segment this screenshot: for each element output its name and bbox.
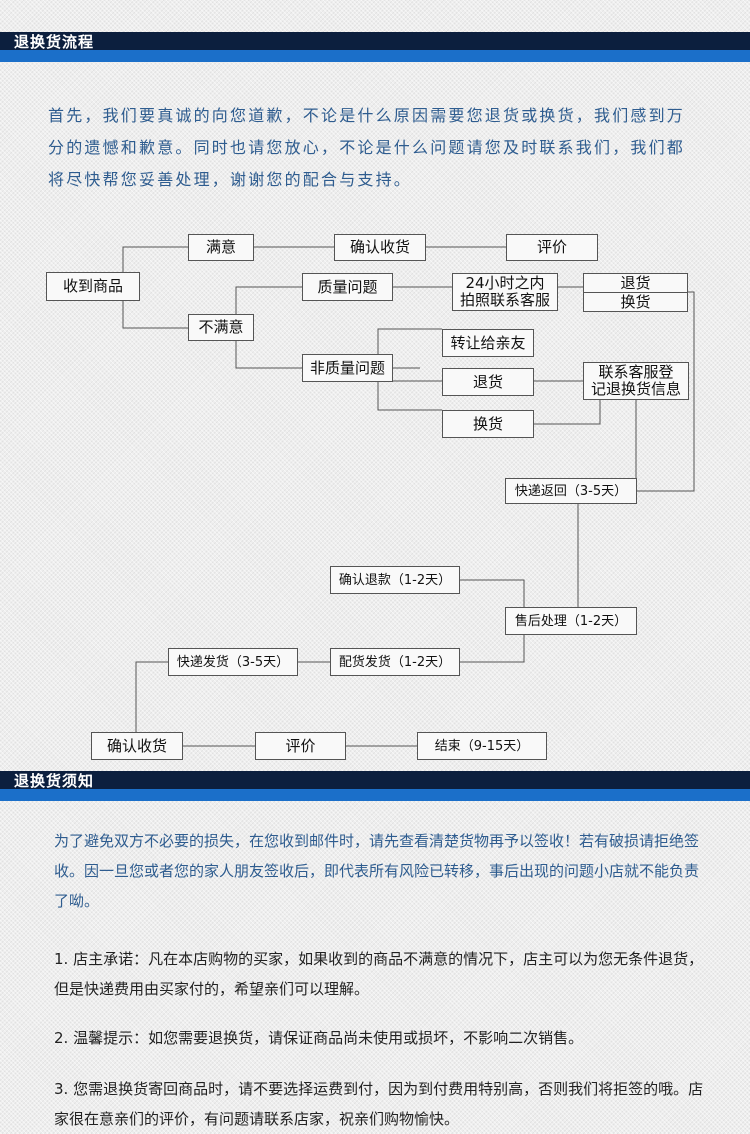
rule-2: 2. 温馨提示：如您需要退换货，请保证商品尚未使用或损坏，不影响二次销售。	[54, 1029, 584, 1047]
node-after-sales: 售后处理（1-2天）	[505, 607, 637, 635]
node-within-24h: 24小时之内 拍照联系客服	[452, 273, 558, 311]
node-exchange-2: 换货	[442, 410, 534, 438]
node-confirm-receipt: 确认收货	[334, 234, 426, 261]
connector-exchange2-register	[534, 400, 601, 425]
connector-aftersales-prepare	[460, 635, 525, 663]
node-review-2: 评价	[255, 732, 346, 760]
connector-receive-satisfied	[122, 246, 188, 272]
node-non-quality-issue: 非质量问题	[302, 354, 393, 382]
rule-3: 3. 您需退换货寄回商品时，请不要选择运费到付，因为到付费用特别高，否则我们将拒…	[54, 1080, 704, 1128]
banner-blue-strip	[0, 789, 750, 801]
node-ship-goods: 快递发货（3-5天）	[168, 648, 298, 676]
banner-dark-strip	[0, 32, 750, 50]
node-end: 结束（9-15天）	[417, 732, 547, 760]
node-confirm-receipt-2: 确认收货	[91, 732, 183, 760]
banner-dark-strip	[0, 771, 750, 789]
connector-nonquality-transfer	[377, 328, 442, 355]
notice-paragraph: 为了避免双方不必要的损失，在您收到邮件时，请先查看清楚货物再予以签收！若有破损请…	[54, 832, 700, 910]
node-receive: 收到商品	[46, 272, 140, 301]
node-within-24h-line1: 24小时之内	[465, 274, 545, 292]
connector-exchange1-shipback	[636, 291, 695, 492]
node-register-line2: 记退换货信息	[590, 380, 681, 398]
connector-refund-aftersales	[460, 579, 525, 607]
node-ship-back: 快递返回（3-5天）	[505, 478, 637, 504]
rule-1: 1. 店主承诺：凡在本店购物的买家，如果收到的商品不满意的情况下，店主可以为您无…	[54, 950, 704, 998]
node-transfer-friend: 转让给亲友	[442, 329, 534, 357]
node-quality-issue: 质量问题	[302, 273, 393, 301]
node-exchange-1: 换货	[583, 292, 688, 312]
section-banner-notice: 退换货须知	[0, 771, 750, 801]
node-register-line1: 联系客服登	[598, 363, 674, 381]
node-confirm-refund: 确认退款（1-2天）	[330, 566, 460, 594]
section-banner-process: 退换货流程	[0, 32, 750, 62]
node-satisfied: 满意	[188, 234, 254, 261]
connector-nonquality-exchange	[377, 381, 442, 411]
banner-blue-strip	[0, 50, 750, 62]
connector-unsatisfied-nonquality	[235, 341, 302, 369]
flowchart-connectors	[122, 246, 695, 747]
connector-unsatisfied-quality	[235, 286, 302, 314]
node-return-2: 退货	[442, 368, 534, 396]
connector-receive-unsatisfied	[122, 300, 188, 329]
node-prepare-goods: 配货发货（1-2天）	[330, 648, 460, 676]
node-return-1: 退货	[583, 273, 688, 293]
section-title-notice: 退换货须知	[14, 772, 95, 790]
connector-shipgoods-confirm	[135, 661, 168, 732]
section-title-process: 退换货流程	[14, 33, 95, 51]
intro-paragraph: 首先，我们要真诚的向您道歉，不论是什么原因需要您退货或换货，我们感到万分的遗憾和…	[48, 106, 686, 189]
node-unsatisfied: 不满意	[188, 314, 254, 341]
node-review: 评价	[506, 234, 598, 261]
node-within-24h-line2: 拍照联系客服	[459, 291, 550, 309]
node-register: 联系客服登 记退换货信息	[583, 362, 689, 400]
